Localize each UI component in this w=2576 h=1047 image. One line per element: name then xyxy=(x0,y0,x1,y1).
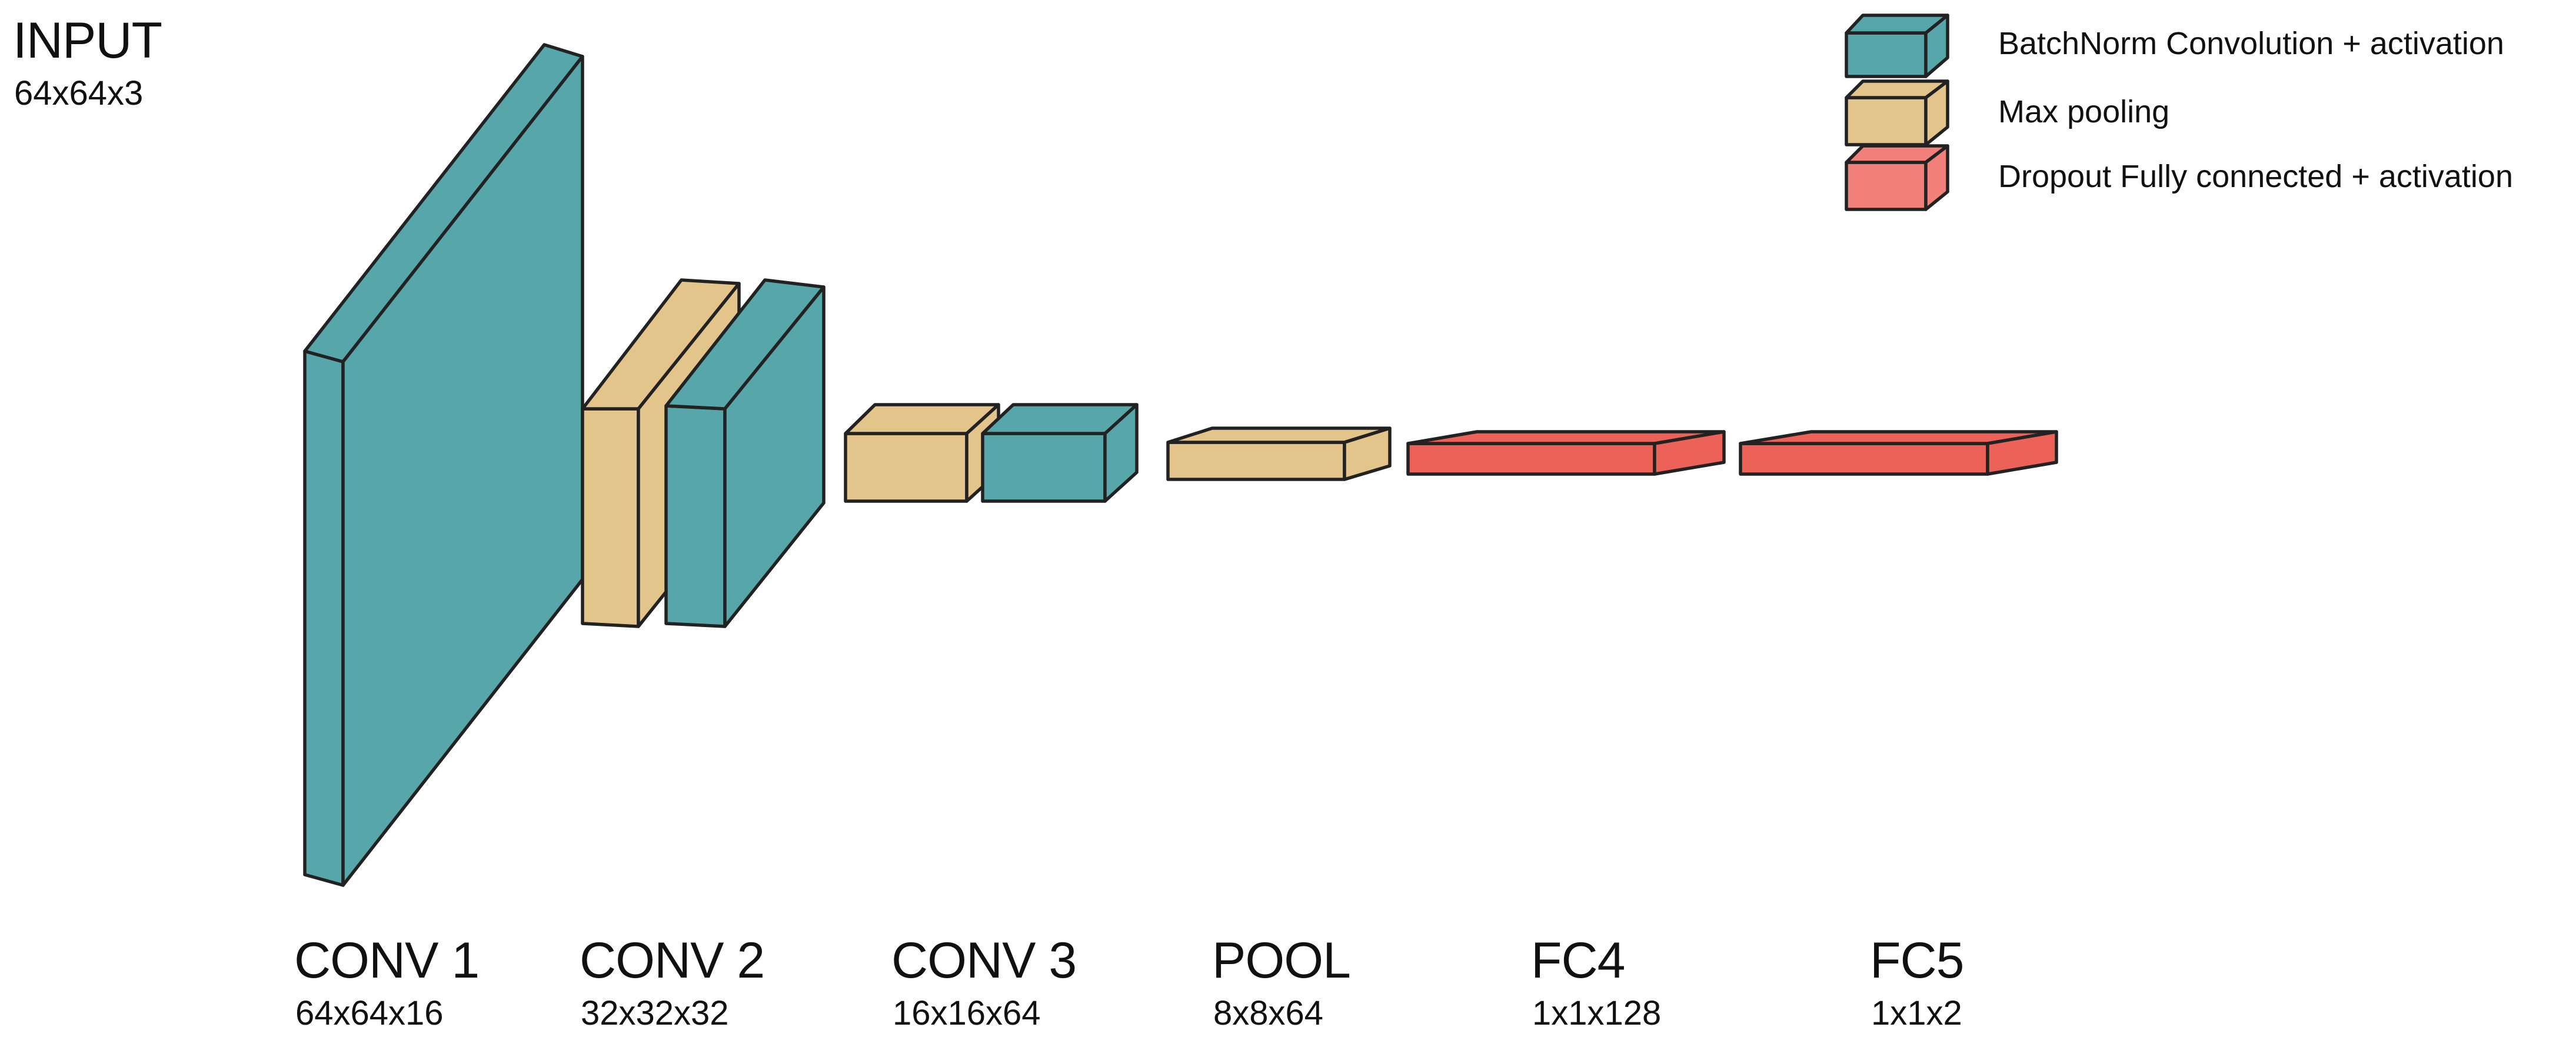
legend-conv-side xyxy=(1924,14,1949,78)
conv3-conv-side-face xyxy=(1103,403,1139,503)
conv2-pool-front-face xyxy=(581,407,640,628)
layer-dims-conv3: 16x16x64 xyxy=(893,994,1041,1032)
layer-label-pool: POOL xyxy=(1212,932,1351,989)
fc5-side-face xyxy=(1986,430,2058,476)
conv3-pool-front-face xyxy=(844,432,969,503)
conv2-conv-side-face xyxy=(723,285,826,628)
layer-label-conv3: CONV 3 xyxy=(891,932,1077,989)
layer-dims-fc5: 1x1x2 xyxy=(1871,994,1962,1032)
legend-swatch-fc xyxy=(1845,144,1949,211)
legend-swatch-pool xyxy=(1845,79,1949,146)
layer-dims-conv1: 64x64x16 xyxy=(295,994,444,1032)
layer-label-conv1: CONV 1 xyxy=(294,932,480,989)
input-dims: 64x64x3 xyxy=(14,74,144,112)
conv3-pool-block xyxy=(844,403,1000,503)
conv2-conv-block xyxy=(664,278,826,628)
conv1-front-face xyxy=(303,349,345,887)
pool-block xyxy=(1166,426,1392,481)
legend-fc-side xyxy=(1924,144,1949,211)
layer-dims-pool: 8x8x64 xyxy=(1213,994,1324,1032)
legend-label-fc: Dropout Fully connected + activation xyxy=(1998,159,2513,194)
fc4-side-face xyxy=(1653,430,1726,476)
pool-side-face xyxy=(1343,426,1392,481)
legend-pool-side xyxy=(1924,79,1949,146)
legend-label-pool: Max pooling xyxy=(1998,94,2170,129)
layer-label-fc5: FC5 xyxy=(1870,932,1964,989)
input-title: INPUT xyxy=(13,12,162,69)
legend-fc-front xyxy=(1845,161,1928,211)
layer-dims-conv2: 32x32x32 xyxy=(581,994,729,1032)
layer-label-fc4: FC4 xyxy=(1531,932,1625,989)
conv2-conv-front-face xyxy=(664,404,727,628)
conv1-block xyxy=(303,43,584,887)
legend-label-conv: BatchNorm Convolution + activation xyxy=(1998,26,2504,61)
fc5-front-face xyxy=(1739,442,1989,476)
fc4-block xyxy=(1406,430,1726,476)
fc5-block xyxy=(1739,430,2058,476)
conv3-conv-block xyxy=(981,403,1139,503)
legend-pool-front xyxy=(1845,96,1928,146)
legend-swatch-conv xyxy=(1845,14,1949,78)
layer-dims-fc4: 1x1x128 xyxy=(1532,994,1662,1032)
layer-label-conv2: CONV 2 xyxy=(580,932,765,989)
pool-front-face xyxy=(1166,441,1346,481)
conv3-conv-front-face xyxy=(981,432,1107,503)
fc4-front-face xyxy=(1406,442,1656,476)
legend-conv-front xyxy=(1845,31,1928,78)
